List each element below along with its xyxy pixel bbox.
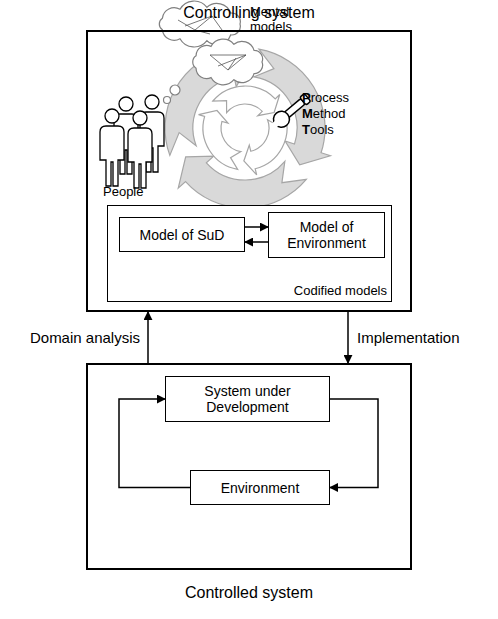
flow-arrow <box>330 399 378 488</box>
arrow-label: Implementation <box>357 329 495 346</box>
flow-arrow <box>147 312 149 363</box>
system-box: Controlling systemCodified modelsModel o… <box>86 30 412 312</box>
model-network <box>228 55 246 70</box>
thought-bubble <box>170 85 180 95</box>
flow-arrow <box>119 399 190 488</box>
model-box: System under Development <box>165 376 330 422</box>
inner-cycle-arrow <box>244 114 287 175</box>
person-icon <box>100 109 124 186</box>
inner-cycle-arrow <box>213 86 280 116</box>
model-box: Environment <box>190 470 330 505</box>
person-icon <box>128 111 152 188</box>
pmt-label: Process <box>302 90 372 105</box>
system-box: Controlled systemSystem under Developmen… <box>86 363 412 570</box>
model-network <box>218 55 246 66</box>
person-icon <box>140 95 164 172</box>
pmt-label: Tools <box>302 122 372 137</box>
model-network <box>210 55 228 70</box>
person-icon <box>114 97 138 174</box>
flow-arrow <box>347 312 349 363</box>
box-label: Model of Environment <box>269 217 384 253</box>
arrow-label: Domain analysis <box>6 329 140 346</box>
cycle-arrow <box>178 156 306 208</box>
model-network <box>228 58 236 70</box>
flow-arrow <box>245 241 268 243</box>
system-box: Codified models Model of SuD Model of Envi… <box>107 205 392 302</box>
system-title: Controlling system <box>48 5 450 21</box>
thought-cloud <box>193 39 263 85</box>
pmt-label: Method <box>302 106 372 121</box>
system-title: Controlled system <box>48 585 450 601</box>
flow-arrow <box>245 226 268 228</box>
model-box: Model of Environment <box>268 212 385 258</box>
model-network <box>178 20 195 30</box>
box-label: Model of SuD <box>134 225 231 245</box>
model-network <box>210 55 246 56</box>
box-label: Environment <box>215 478 306 498</box>
inner-cycle-arrow <box>199 111 241 170</box>
people-icons <box>100 95 164 188</box>
thought-bubble <box>164 97 171 104</box>
icon-label: People <box>103 184 163 199</box>
cycle-arrow <box>165 40 250 155</box>
box-label: System under Development <box>166 381 329 417</box>
system-title: Codified models <box>294 283 387 299</box>
icon-label: Mental models <box>250 4 310 34</box>
model-box: Model of SuD <box>119 217 245 252</box>
